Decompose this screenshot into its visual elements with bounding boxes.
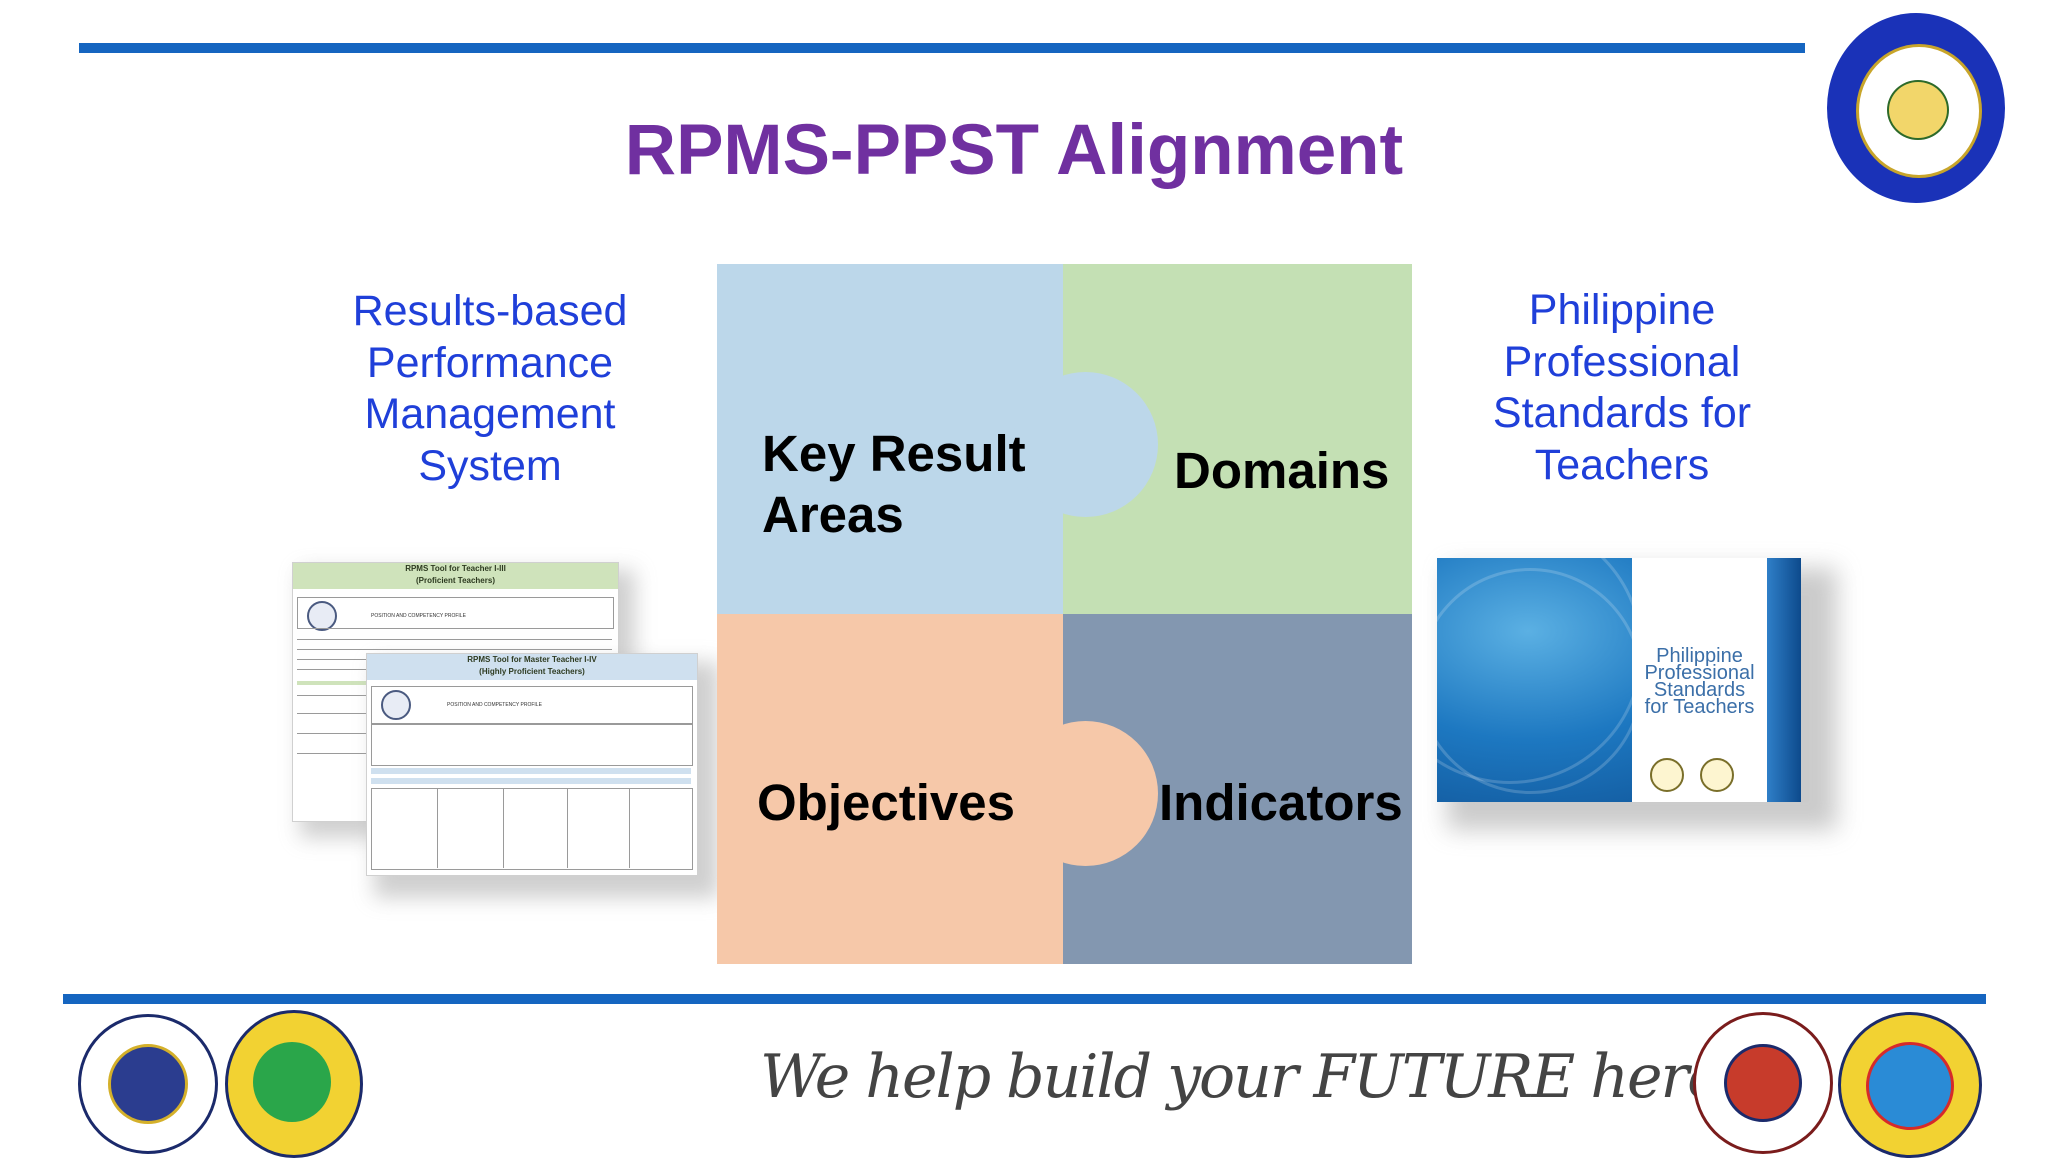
ppst-label-line: Teachers [1534, 440, 1710, 489]
doc-heading: RPMS Tool for Teacher I-III (Proficient … [293, 563, 618, 589]
division-surigao-del-sur-inner [1866, 1042, 1954, 1130]
doc-table-cell [371, 724, 693, 766]
puzzle-piece-objectives [717, 614, 1063, 964]
rpms-label-line: System [418, 441, 562, 490]
doc-rule [297, 639, 612, 640]
doc-rule [297, 695, 377, 696]
ppst-label-line: Professional [1503, 337, 1741, 386]
doc-table-cell [371, 788, 693, 870]
doc-section-title: POSITION AND COMPETENCY PROFILE [447, 702, 542, 708]
deped-seal-icon [381, 690, 411, 720]
doc-heading-line: RPMS Tool for Master Teacher I-IV [467, 655, 597, 664]
doc-rule [297, 753, 377, 754]
ppst-book-page [1632, 558, 1767, 802]
ppst-label-line: Standards for [1492, 389, 1752, 437]
doc-rule [629, 788, 630, 868]
bottom-rule [63, 994, 1986, 1004]
puzzle-knob-bottom [1013, 721, 1158, 866]
doc-rule [297, 681, 377, 685]
doc-rule [437, 788, 438, 868]
key-result-areas-line: Key Result [762, 425, 1026, 482]
ppst-label-line: Philippine [1528, 286, 1716, 334]
doc-rule [371, 768, 691, 774]
deped-seal-icon [307, 601, 337, 631]
ppst-book-title-line: Philippine [1656, 645, 1743, 667]
deped-seal-inner [108, 1044, 188, 1124]
indicators-label: Indicators [1159, 774, 1403, 831]
tagline: We help build your FUTURE here! [760, 1042, 1745, 1112]
ppst-book-edge [1767, 558, 1801, 802]
ppst-book-title-line: Professional [1644, 662, 1755, 684]
doc-rule [567, 788, 568, 868]
rpms-label: Results-based Performance Management Sys… [310, 286, 670, 492]
caraga-region-inner [253, 1042, 331, 1122]
doc-section-title: POSITION AND COMPETENCY PROFILE [371, 613, 466, 619]
tsc-seal-icon [1700, 758, 1734, 792]
doc-heading: RPMS Tool for Master Teacher I-IV (Highl… [367, 654, 697, 680]
rpms-label-line: Performance [366, 338, 614, 387]
top-rule [79, 43, 1805, 53]
key-result-areas-line: Areas [762, 486, 904, 543]
puzzle-piece-key-result-areas [717, 264, 1063, 614]
ppst-book-title-line: for Teachers [1644, 696, 1755, 718]
ppst-label: Philippine Professional Standards for Te… [1442, 285, 1802, 491]
doc-heading-line: (Proficient Teachers) [416, 576, 495, 585]
doc-table-cell [371, 686, 693, 724]
puzzle-knob-top [1013, 372, 1158, 517]
doc-heading-line: (Highly Proficient Teachers) [479, 667, 585, 676]
doc-rule [371, 778, 691, 784]
objectives-label: Objectives [757, 774, 1015, 831]
carrascal-district-inner [1724, 1044, 1802, 1122]
doc-rule [297, 733, 377, 734]
rpms-tool-document-2: RPMS Tool for Master Teacher I-IV (Highl… [366, 653, 698, 876]
rpms-label-line: Results-based [352, 287, 628, 335]
key-result-areas-label: Key Result Areas [762, 423, 1026, 545]
ppst-book-title-line: Standards [1653, 679, 1746, 701]
doc-rule [297, 649, 612, 650]
domains-label: Domains [1174, 442, 1390, 499]
doc-rule [297, 713, 377, 714]
slide-title: RPMS-PPST Alignment [624, 111, 1404, 190]
doc-heading-line: RPMS Tool for Teacher I-III [405, 564, 506, 573]
rpms-label-line: Management [364, 390, 616, 438]
torch-icon [1887, 80, 1949, 140]
ppst-book-title: Philippine Professional Standards for Te… [1632, 645, 1767, 718]
doc-rule [503, 788, 504, 868]
deped-seal-icon [1650, 758, 1684, 792]
doc-table-cell [297, 597, 614, 629]
